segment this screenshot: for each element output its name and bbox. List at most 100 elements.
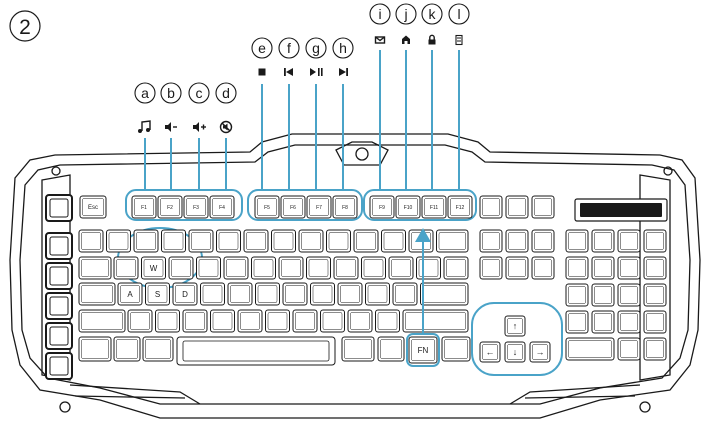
f1-key-label: F1	[141, 205, 147, 211]
down-arrow-key-label: ↓	[513, 347, 518, 357]
f12-key-label: F12	[456, 205, 465, 211]
callout-circle	[395, 3, 417, 25]
key	[375, 309, 400, 333]
callout-letter: j	[403, 6, 407, 22]
numpad-key	[565, 310, 589, 334]
key	[251, 256, 276, 280]
key	[337, 282, 363, 306]
callout-circle	[448, 3, 470, 25]
key	[161, 229, 186, 253]
modifier-key	[78, 309, 126, 333]
home-icon	[402, 35, 410, 44]
numpad-key	[643, 283, 667, 307]
nav-key	[505, 256, 529, 280]
macro-key	[45, 232, 73, 260]
key	[416, 256, 441, 280]
d-key: D	[172, 282, 198, 306]
callout-letter: i	[378, 6, 381, 22]
nav-key	[479, 256, 503, 280]
callout-letter: b	[167, 85, 175, 101]
playback-function-keys-highlight	[247, 189, 363, 221]
numpad-key	[617, 229, 641, 253]
esc-key: Esc	[79, 195, 107, 219]
key	[223, 256, 249, 280]
ctrl-key	[441, 336, 471, 362]
f4-key: F4	[209, 195, 235, 219]
calculator-icon	[455, 34, 463, 46]
callout-i: i	[369, 3, 391, 190]
right-arrow-key: →	[529, 341, 551, 363]
key	[188, 229, 214, 253]
key	[168, 256, 194, 280]
a-key: A	[117, 282, 143, 306]
callout-g: g	[305, 37, 327, 190]
callout-circle	[332, 37, 354, 59]
callout-circle	[215, 82, 237, 104]
f8-key-label: F8	[342, 205, 348, 211]
nav-key	[531, 229, 555, 253]
up-arrow-key: ↑	[504, 315, 526, 337]
f5-key: F5	[254, 195, 280, 219]
key	[310, 282, 335, 306]
key	[200, 282, 225, 306]
key	[347, 309, 373, 333]
key	[216, 229, 241, 253]
s-key: S	[145, 282, 170, 306]
callout-letter: l	[457, 6, 460, 22]
callout-circle	[134, 82, 156, 104]
numpad-key	[643, 337, 667, 361]
lock-icon	[428, 34, 436, 45]
f10-key: F10	[395, 195, 421, 219]
numpad-key	[591, 283, 615, 307]
macro-key	[45, 322, 73, 350]
key	[333, 256, 359, 280]
volume-up-icon	[193, 122, 206, 132]
win-key	[113, 336, 141, 362]
previous-track-icon	[284, 68, 293, 76]
down-arrow-key: ↓	[504, 341, 526, 363]
key	[353, 229, 379, 253]
modifier-key	[78, 256, 112, 280]
callout-circle	[369, 3, 391, 25]
callout-letter: h	[339, 40, 347, 56]
numpad-key	[617, 310, 641, 334]
f9-key-label: F9	[379, 205, 385, 211]
next-track-icon	[339, 68, 348, 76]
f9-key: F9	[369, 195, 395, 219]
key	[361, 256, 386, 280]
key	[78, 229, 104, 253]
menu-key	[377, 336, 405, 362]
d-key-label: D	[182, 290, 188, 299]
key	[292, 309, 318, 333]
right-arrow-key-label: →	[536, 347, 545, 357]
callout-b: b	[160, 82, 182, 190]
numpad-zero-key	[565, 337, 615, 361]
key	[227, 282, 253, 306]
numpad-key	[591, 256, 615, 280]
numpad-key	[591, 229, 615, 253]
play-pause-icon	[310, 68, 323, 76]
key	[113, 256, 139, 280]
key	[365, 282, 390, 306]
key	[127, 309, 153, 333]
key	[326, 229, 351, 253]
left-arrow-key: ←	[479, 341, 501, 363]
up-arrow-key-label: ↑	[513, 321, 518, 331]
shortcut-function-keys-highlight	[363, 189, 477, 221]
w-key: W	[141, 256, 166, 280]
numpad-key	[617, 283, 641, 307]
callout-circle	[251, 37, 273, 59]
f1-key: F1	[131, 195, 157, 219]
key	[182, 309, 208, 333]
alt-key	[341, 336, 375, 362]
callout-k: k	[421, 3, 443, 190]
callout-letter: k	[429, 6, 437, 22]
key	[298, 229, 324, 253]
f12-key: F12	[447, 195, 473, 219]
callout-c: c	[188, 82, 210, 190]
callout-f: f	[278, 37, 300, 190]
nav-key	[479, 229, 503, 253]
callout-d: d	[215, 82, 237, 190]
f11-key-label: F11	[430, 205, 438, 211]
